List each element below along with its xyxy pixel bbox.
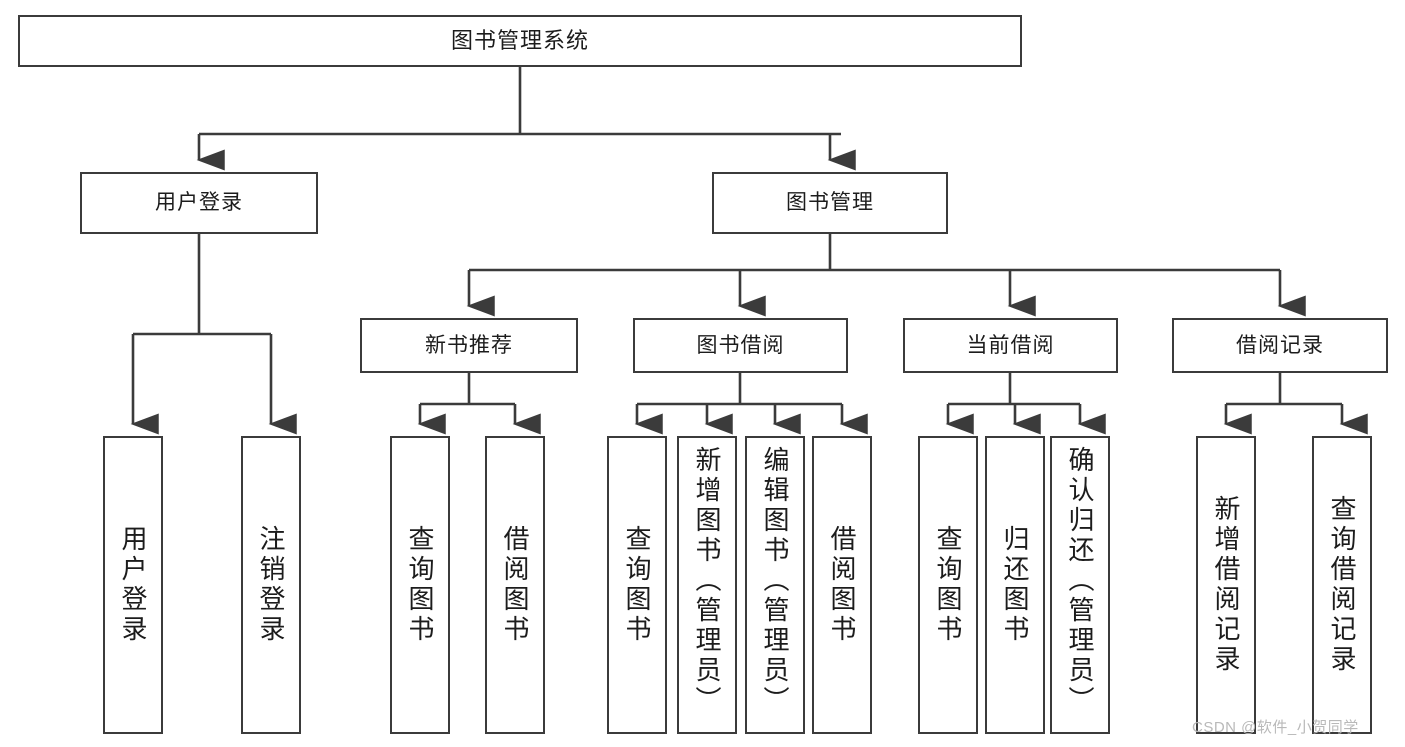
leaf-confirm-return-admin[interactable]: 确认归还（管理员） <box>1050 436 1110 734</box>
node-label: 查询借阅记录 <box>1327 495 1357 675</box>
node-label: 编辑图书（管理员） <box>760 446 790 716</box>
node-label: 借阅图书 <box>500 525 530 645</box>
node-label: 新书推荐 <box>425 333 513 357</box>
node-book-borrow[interactable]: 图书借阅 <box>633 318 848 373</box>
leaf-borrow-book[interactable]: 借阅图书 <box>812 436 872 734</box>
leaf-query-book-current[interactable]: 查询图书 <box>918 436 978 734</box>
leaf-query-book-borrow[interactable]: 查询图书 <box>607 436 667 734</box>
node-label: 借阅记录 <box>1236 333 1324 357</box>
node-book-management[interactable]: 图书管理 <box>712 172 948 234</box>
node-label: 当前借阅 <box>966 333 1055 357</box>
node-borrow-record[interactable]: 借阅记录 <box>1172 318 1388 373</box>
node-user-login[interactable]: 用户登录 <box>80 172 318 234</box>
node-label: 新增借阅记录 <box>1211 495 1241 675</box>
node-label: 查询图书 <box>622 525 652 645</box>
node-label: 图书借阅 <box>696 333 785 357</box>
node-label: 归还图书 <box>1000 525 1030 645</box>
node-label: 查询图书 <box>933 525 963 645</box>
leaf-return-book[interactable]: 归还图书 <box>985 436 1045 734</box>
node-label: 注销登录 <box>256 525 286 645</box>
node-root-system[interactable]: 图书管理系统 <box>18 15 1022 67</box>
leaf-user-logout[interactable]: 注销登录 <box>241 436 301 734</box>
leaf-borrow-book-newbook[interactable]: 借阅图书 <box>485 436 545 734</box>
node-label: 用户登录 <box>118 525 148 645</box>
leaf-query-borrow-record[interactable]: 查询借阅记录 <box>1312 436 1372 734</box>
leaf-add-book-admin[interactable]: 新增图书（管理员） <box>677 436 737 734</box>
node-label: 确认归还（管理员） <box>1065 446 1095 716</box>
node-label: 查询图书 <box>405 525 435 645</box>
node-label: 图书管理 <box>786 191 874 215</box>
leaf-add-borrow-record[interactable]: 新增借阅记录 <box>1196 436 1256 734</box>
node-current-borrow[interactable]: 当前借阅 <box>903 318 1118 373</box>
watermark: CSDN @软件_小贺同学 <box>1192 719 1359 736</box>
leaf-query-book-newbook[interactable]: 查询图书 <box>390 436 450 734</box>
node-label: 图书管理系统 <box>450 27 589 53</box>
node-label: 借阅图书 <box>827 525 857 645</box>
node-label: 用户登录 <box>155 191 243 215</box>
leaf-user-login[interactable]: 用户登录 <box>103 436 163 734</box>
leaf-edit-book-admin[interactable]: 编辑图书（管理员） <box>745 436 805 734</box>
node-label: 新增图书（管理员） <box>692 446 722 716</box>
node-new-book-recommend[interactable]: 新书推荐 <box>360 318 578 373</box>
